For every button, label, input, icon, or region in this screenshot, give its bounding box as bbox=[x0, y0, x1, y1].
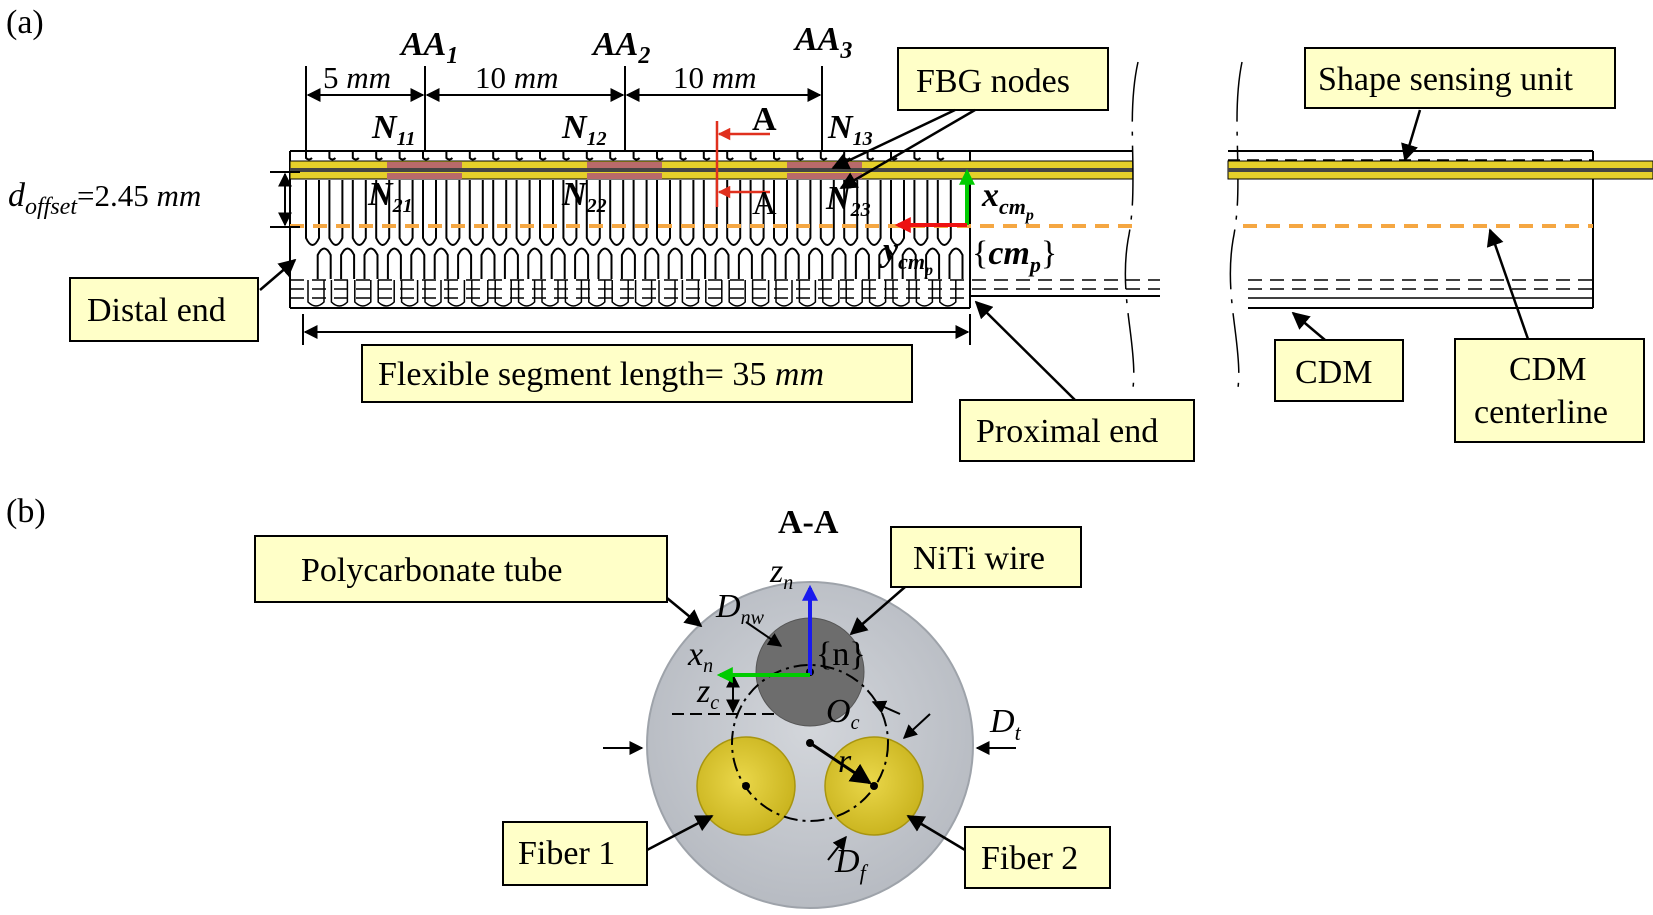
flexible-length-dimension bbox=[302, 314, 971, 345]
fiber-strip bbox=[289, 160, 1134, 180]
callout-cdm: CDM bbox=[1274, 311, 1404, 402]
node-n12: N12 bbox=[561, 109, 607, 150]
xn-label: xn bbox=[687, 636, 713, 677]
spacing-2: 10 mm bbox=[475, 60, 559, 95]
node-n11: N11 bbox=[371, 109, 415, 150]
svg-text:CDM: CDM bbox=[1509, 351, 1586, 388]
svg-text:Flexible segment length= 35 mm: Flexible segment length= 35 mm bbox=[378, 356, 824, 393]
right-segment bbox=[1227, 150, 1653, 309]
svg-text:centerline: centerline bbox=[1474, 394, 1608, 431]
dt-label: Dt bbox=[989, 703, 1022, 745]
notch-pattern bbox=[305, 151, 964, 307]
panel-label-b: (b) bbox=[6, 493, 46, 530]
callout-fiber-1: Fiber 1 bbox=[502, 814, 714, 886]
svg-text:Distal end: Distal end bbox=[87, 292, 226, 329]
spacing-dimensions bbox=[305, 66, 823, 151]
svg-text:Shape sensing unit: Shape sensing unit bbox=[1318, 61, 1574, 98]
callout-fbg-nodes: FBG nodes bbox=[831, 47, 1109, 190]
callout-niti-wire: NiTi wire bbox=[849, 526, 1082, 636]
section-aa2: AA2 bbox=[591, 26, 650, 69]
svg-text:Fiber 1: Fiber 1 bbox=[518, 835, 615, 872]
frame-y-label: ycmp bbox=[879, 232, 933, 279]
df-label: Df bbox=[834, 843, 869, 885]
callout-proximal-end: Proximal end bbox=[959, 300, 1195, 462]
panel-label-a: (a) bbox=[6, 4, 44, 41]
break-line-right bbox=[1229, 61, 1243, 396]
section-title: A-A bbox=[778, 504, 839, 541]
node-n21: N21 bbox=[367, 176, 413, 217]
notch-slots bbox=[305, 151, 964, 279]
callout-cdm-centerline: CDM centerline bbox=[1454, 228, 1645, 443]
callout-polycarbonate-tube: Polycarbonate tube bbox=[254, 535, 703, 628]
zc-label: zc bbox=[696, 673, 719, 714]
callout-shape-sensing-unit: Shape sensing unit bbox=[1304, 47, 1616, 162]
spacing-3: 10 mm bbox=[673, 60, 757, 95]
flexible-segment-body bbox=[289, 150, 1160, 309]
callout-distal-end: Distal end bbox=[69, 258, 297, 342]
offset-label: doffset=2.45 mm bbox=[8, 177, 201, 220]
node-n13: N13 bbox=[827, 109, 873, 150]
section-aa3: AA3 bbox=[793, 21, 852, 64]
fiber2-center-point bbox=[870, 782, 878, 790]
fiber-pitch-circle bbox=[731, 664, 889, 822]
section-mark-bottom: A bbox=[752, 185, 777, 222]
fiber1-center-point bbox=[742, 782, 750, 790]
callout-flexible-length: Flexible segment length= 35 mm bbox=[361, 344, 913, 403]
svg-text:FBG nodes: FBG nodes bbox=[916, 63, 1070, 100]
bottom-tabs bbox=[307, 280, 957, 307]
oc-label: Oc bbox=[826, 693, 860, 734]
df-arrow-top bbox=[902, 713, 931, 739]
section-cut-marker bbox=[715, 121, 770, 207]
dnw-arrow bbox=[745, 621, 783, 647]
svg-text:Proximal end: Proximal end bbox=[976, 413, 1158, 450]
svg-text:Fiber 2: Fiber 2 bbox=[981, 840, 1078, 877]
callout-fiber-2: Fiber 2 bbox=[906, 814, 1111, 889]
offset-dimension bbox=[270, 171, 300, 228]
spacing-1: 5 mm bbox=[323, 60, 391, 95]
r-label: r bbox=[838, 743, 852, 780]
dnw-arrow-2 bbox=[871, 700, 901, 715]
section-mark-top: A bbox=[752, 101, 777, 138]
section-aa1: AA1 bbox=[399, 26, 458, 69]
frame-cmp-axes bbox=[894, 168, 975, 233]
svg-text:CDM: CDM bbox=[1295, 354, 1372, 391]
df-arrow-bottom bbox=[827, 835, 847, 861]
node-n22: N22 bbox=[561, 176, 607, 217]
svg-text:Polycarbonate tube: Polycarbonate tube bbox=[301, 552, 563, 589]
zn-label: zn bbox=[769, 553, 793, 594]
radius-arrow bbox=[809, 741, 872, 785]
break-line-left bbox=[1124, 61, 1139, 396]
svg-text:NiTi wire: NiTi wire bbox=[913, 540, 1045, 577]
fbg-node-markers bbox=[387, 162, 862, 179]
frame-cmp-label: {cmp} bbox=[972, 235, 1057, 277]
node-n23: N23 bbox=[825, 180, 871, 221]
frame-x-label: xcmp bbox=[981, 177, 1034, 224]
frame-n-label: {n} bbox=[816, 636, 866, 673]
